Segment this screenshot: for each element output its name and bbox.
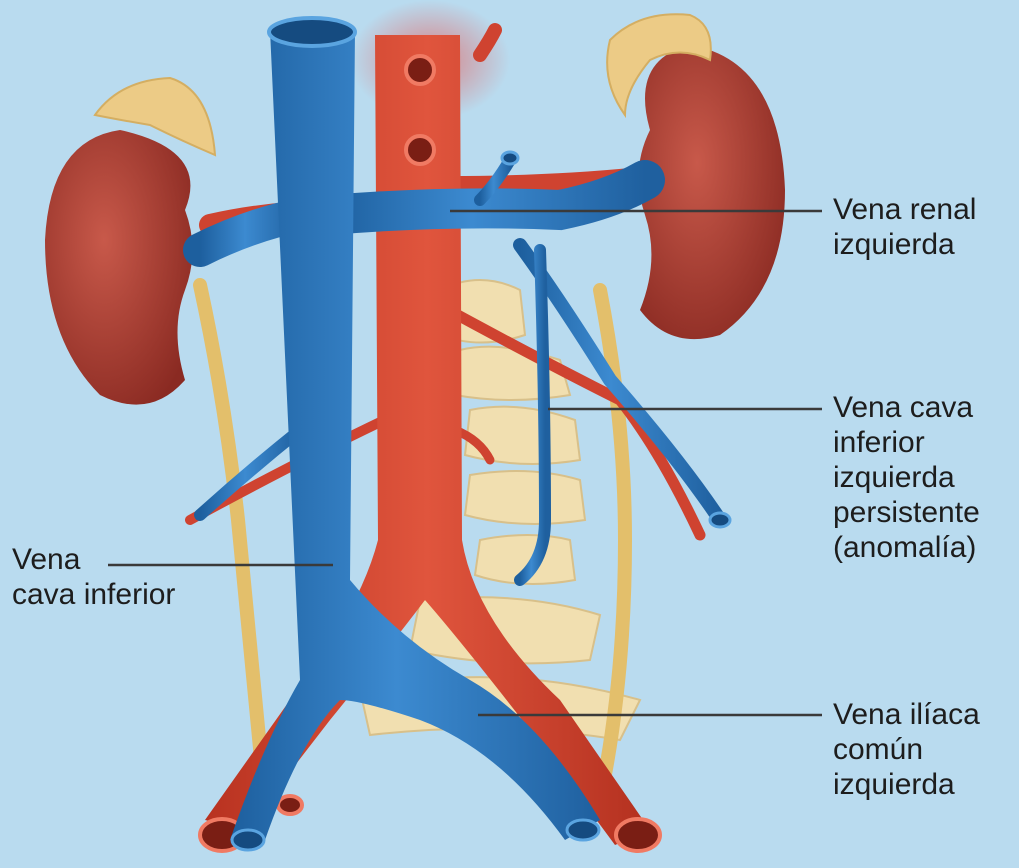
label-vena-renal-izquierda: Vena renal izquierda [833, 192, 976, 262]
label-vena-iliaca-comun-izquierda: Vena ilíaca común izquierda [833, 697, 980, 802]
label-vena-cava-inferior: Vena cava inferior [12, 542, 175, 612]
label-vena-cava-inferior-izquierda-persistente: Vena cava inferior izquierda persistente… [833, 390, 980, 565]
